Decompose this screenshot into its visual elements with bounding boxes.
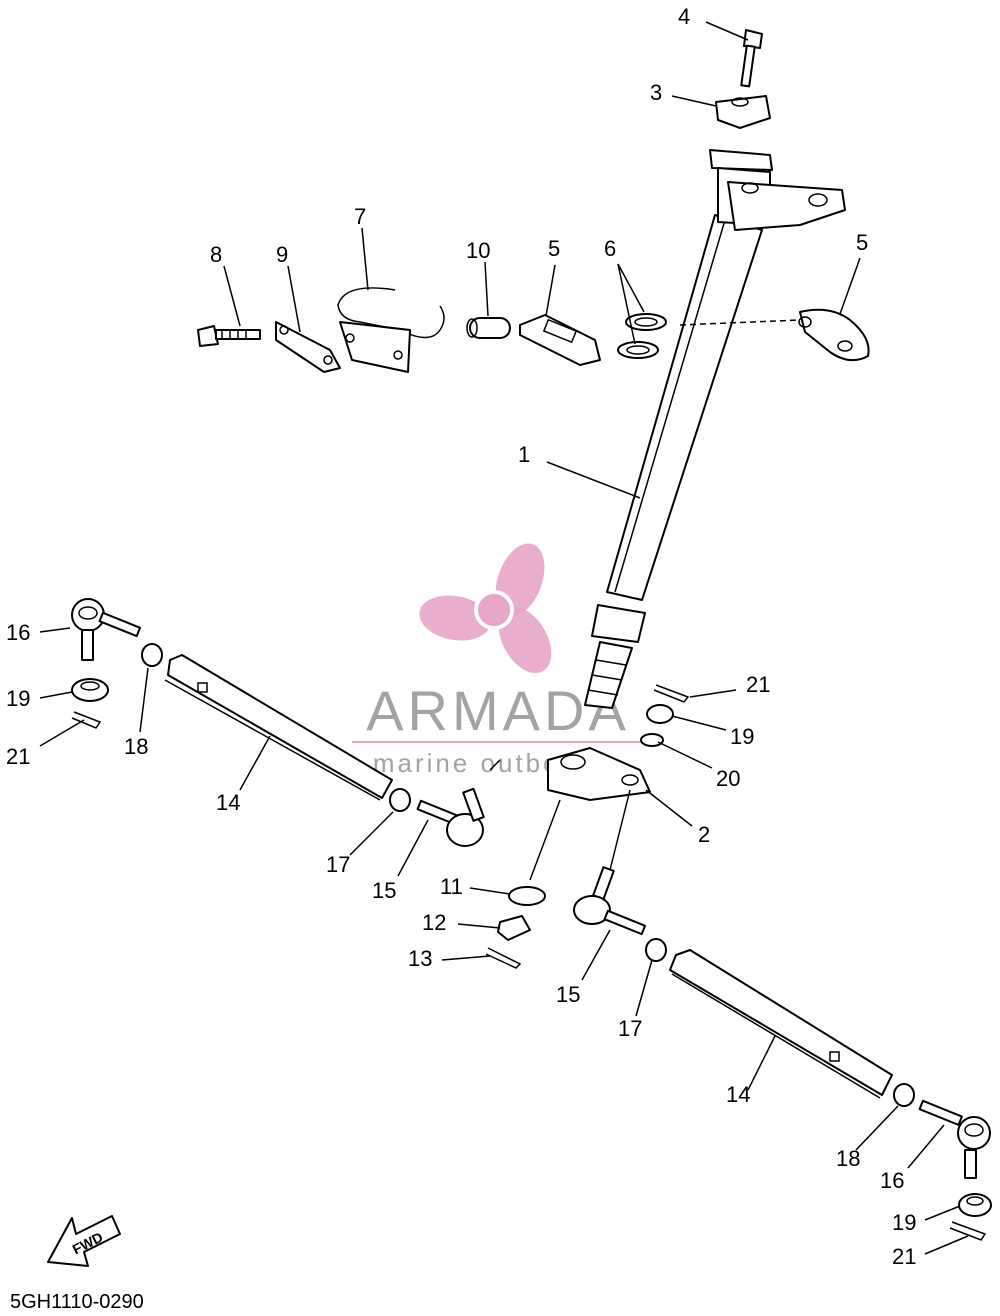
nut-left-inner — [389, 788, 411, 812]
steering-column — [584, 149, 846, 709]
tie-rod-end-left-outer — [71, 598, 142, 661]
bushing-holder-left — [519, 314, 601, 366]
diagram-code: 5GH1110-0290 — [10, 1291, 144, 1313]
callout-10: 10 — [466, 238, 490, 263]
callout-21-left: 21 — [6, 744, 30, 769]
tie-rod-end-right-inner — [573, 866, 647, 936]
bushings — [617, 313, 667, 359]
callout-4: 4 — [678, 4, 690, 29]
upper-bolt — [740, 29, 763, 88]
nut-center — [497, 915, 531, 941]
propeller-logo — [419, 543, 552, 674]
nut-right-inner — [645, 938, 667, 962]
cam-bolt — [197, 325, 261, 347]
callout-5-left: 5 — [548, 236, 560, 261]
callout-16-left: 16 — [6, 620, 30, 645]
cotter-pin-left — [71, 711, 102, 729]
nut-upper — [646, 704, 674, 724]
callout-12: 12 — [422, 910, 446, 935]
callout-3: 3 — [650, 80, 662, 105]
watermark-brand: ARMADA — [366, 679, 630, 742]
upper-clamp — [715, 95, 771, 129]
callout-21-mid: 21 — [746, 672, 770, 697]
callout-6: 6 — [604, 236, 616, 261]
callout-15-right: 15 — [556, 982, 580, 1007]
fwd-arrow-icon: FWD — [47, 1215, 121, 1267]
tie-rod-end-right-outer — [918, 1099, 991, 1179]
callout-21-right: 21 — [892, 1244, 916, 1269]
nut-left-outer — [141, 643, 163, 667]
callout-5-right: 5 — [856, 230, 868, 255]
callout-7: 7 — [354, 204, 366, 229]
callout-14-left: 14 — [216, 790, 240, 815]
callout-17-left: 17 — [326, 852, 350, 877]
bushing-holder-right — [798, 308, 870, 362]
callout-15-left: 15 — [372, 878, 396, 903]
nut-right-lower — [958, 1193, 992, 1217]
callout-8: 8 — [210, 242, 222, 267]
collar — [466, 317, 511, 339]
nut-right-outer — [893, 1083, 915, 1107]
callout-13: 13 — [408, 946, 432, 971]
tie-rod-right — [669, 949, 893, 1099]
callout-20: 20 — [716, 766, 740, 791]
washer-center — [508, 886, 546, 906]
callout-1: 1 — [518, 442, 530, 467]
callout-11: 11 — [440, 874, 463, 899]
callout-19-left: 19 — [6, 686, 30, 711]
leader-lines — [39, 21, 969, 1255]
tie-rod-left — [164, 654, 393, 801]
callouts: 4 3 7 8 9 10 5 6 5 1 16 19 18 21 14 21 1… — [6, 4, 916, 1269]
cotter-pin-right — [949, 1221, 987, 1241]
callout-18-left: 18 — [124, 734, 148, 759]
washer-upper — [640, 733, 664, 747]
lock-plate — [275, 321, 341, 373]
nut-left-lower — [71, 678, 109, 702]
callout-16-right: 16 — [880, 1168, 904, 1193]
callout-2: 2 — [698, 822, 710, 847]
tie-rod-end-left-inner — [416, 787, 485, 847]
callout-17-right: 17 — [618, 1016, 642, 1041]
callout-14-right: 14 — [726, 1082, 750, 1107]
retaining-spring — [337, 287, 445, 373]
pitman-arm — [547, 747, 651, 801]
cotter-pin-center — [485, 947, 522, 969]
callout-19-right: 19 — [892, 1210, 916, 1235]
callout-19-mid: 19 — [730, 724, 754, 749]
callout-9: 9 — [276, 242, 288, 267]
cotter-pin-upper — [653, 684, 690, 703]
callout-18-right: 18 — [836, 1146, 860, 1171]
